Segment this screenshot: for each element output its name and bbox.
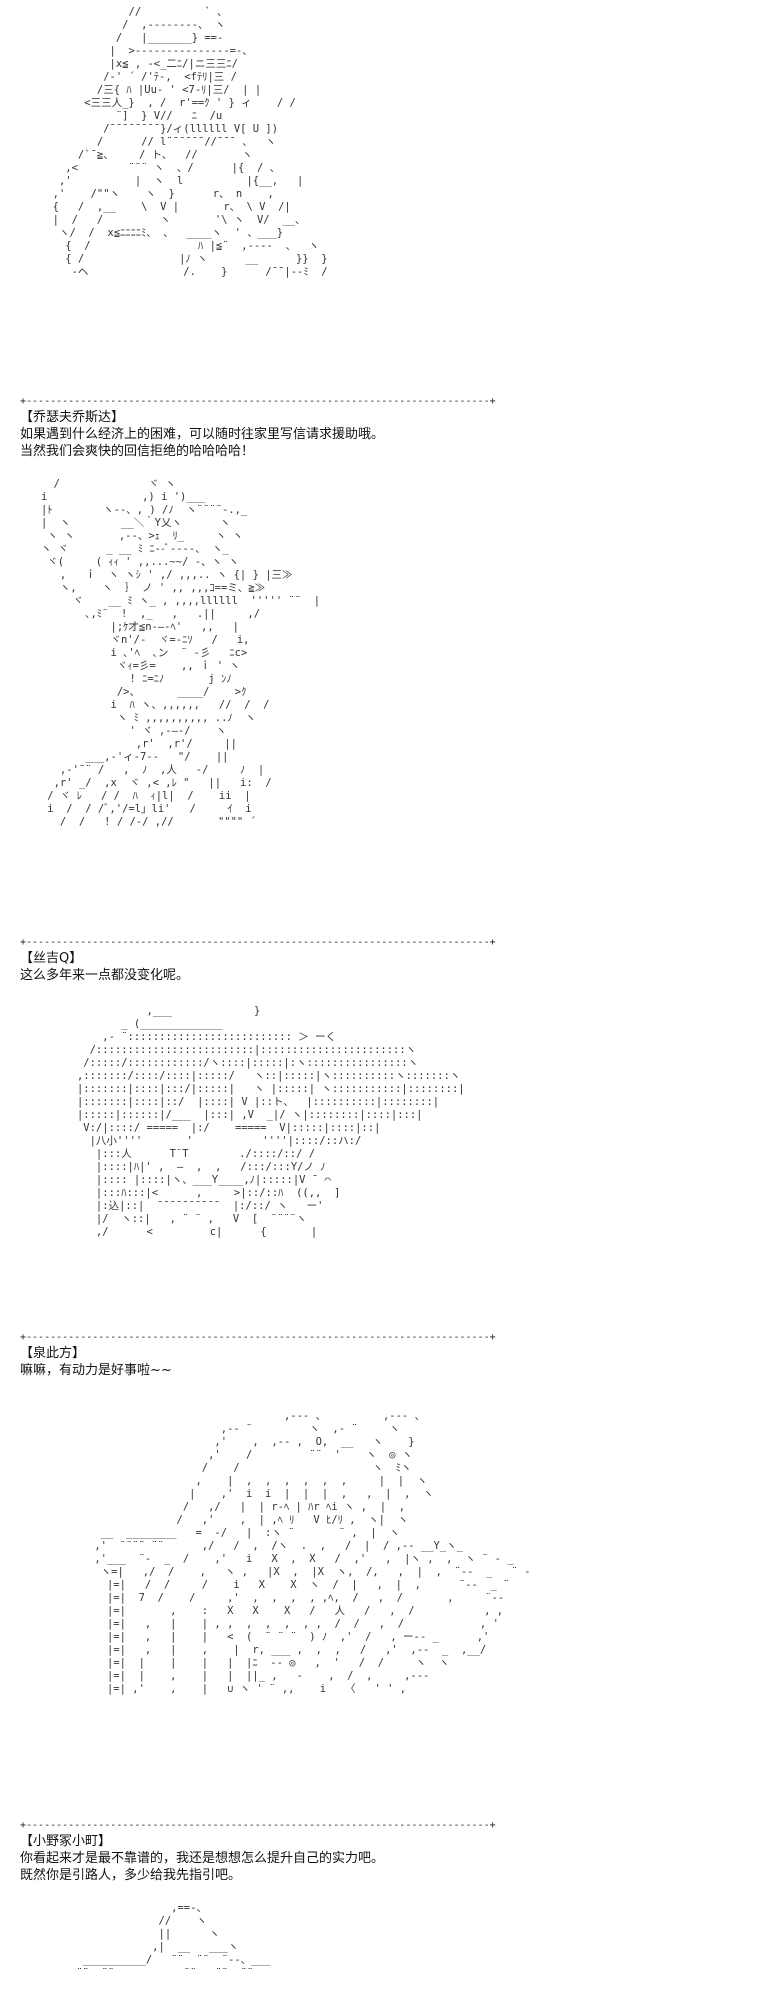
dialogue-line: 你看起来才是最不靠谱的，我还是想想怎么提升自己的实力吧。 bbox=[20, 1851, 385, 1866]
separator-line: +---------------------------------------… bbox=[20, 1821, 496, 1831]
ascii-art-komachi: ,--- 、 ,-‐‐ 、 ,‐‐ ¨ ヽ ,- ¨ ヽ ,' , ,‐- , … bbox=[94, 1410, 531, 1695]
speaker-name: 【丝吉Q】 bbox=[20, 951, 83, 966]
separator-line: +---------------------------------------… bbox=[20, 397, 496, 407]
dialogue-line: 既然你是引路人，多少给我先指引吧。 bbox=[20, 1868, 242, 1883]
dialogue-block-jotaro: 【丝吉Q】 这么多年来一点都没变化呢。 bbox=[20, 950, 189, 984]
ascii-art-jotaro: / ヾ ヽ i ,) i ')___ |ﾄ ヽ-‐、, ) /ﾉ ヽ¨¨¨¨‐.… bbox=[40, 478, 321, 828]
dialogue-block-joseph: 【乔瑟夫乔斯达】 如果遇到什么经济上的困难，可以随时往家里写信请求援助哦。 当然… bbox=[20, 409, 384, 460]
ascii-art-partial: ,==-、 // ヽ || ヽ ,| __ ___ヽ __________/ ¨… bbox=[76, 1902, 271, 1979]
speaker-name: 【乔瑟夫乔斯达】 bbox=[20, 410, 125, 425]
separator-line: +---------------------------------------… bbox=[20, 938, 496, 948]
speaker-name: 【小野冢小町】 bbox=[20, 1834, 112, 1849]
dialogue-block-konata: 【泉此方】 嘛嘛，有动力是好事啦~~ bbox=[20, 1345, 172, 1379]
dialogue-block-komachi: 【小野冢小町】 你看起来才是最不靠谱的，我还是想想怎么提升自己的实力吧。 既然你… bbox=[20, 1833, 384, 1884]
dialogue-line: 这么多年来一点都没变化呢。 bbox=[20, 968, 190, 983]
ascii-art-konata: ,___ } _ (_____________ ,- ¨::::::::::::… bbox=[76, 1005, 465, 1238]
dialogue-line: 嘛嘛，有动力是好事啦~~ bbox=[20, 1363, 172, 1378]
separator-line: +---------------------------------------… bbox=[20, 1333, 496, 1343]
dialogue-line: 当然我们会爽快的回信拒绝的哈哈哈哈！ bbox=[20, 444, 255, 459]
speaker-name: 【泉此方】 bbox=[20, 1346, 86, 1361]
ascii-art-joseph: // ` 、 / ,--------、 ヽ / |_______} ==- | … bbox=[52, 6, 328, 278]
dialogue-line: 如果遇到什么经济上的困难，可以随时往家里写信请求援助哦。 bbox=[20, 427, 385, 442]
